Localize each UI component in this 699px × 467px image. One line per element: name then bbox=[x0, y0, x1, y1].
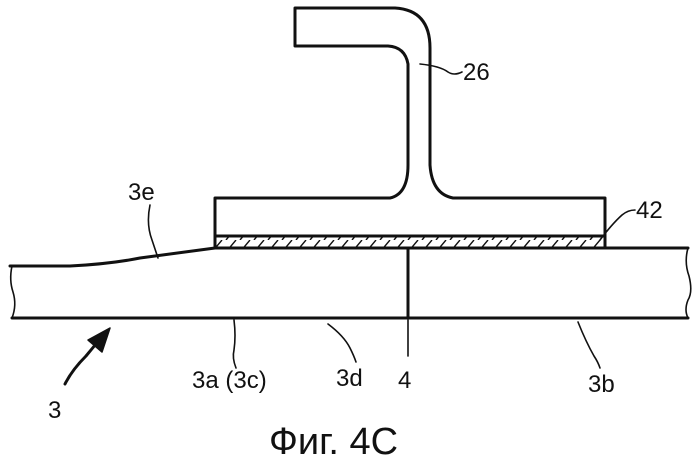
base-plate bbox=[10, 248, 691, 318]
leader-lines bbox=[148, 64, 635, 368]
label-4: 4 bbox=[398, 367, 411, 394]
label-42: 42 bbox=[636, 197, 663, 224]
label-3b: 3b bbox=[588, 371, 615, 398]
tool-26 bbox=[215, 8, 605, 236]
label-3d: 3d bbox=[336, 365, 363, 392]
figure-caption: Фиг. 4C bbox=[269, 421, 398, 463]
label-3a: 3a (3c) bbox=[192, 367, 267, 394]
hatched-layer-42 bbox=[215, 236, 605, 248]
label-26: 26 bbox=[463, 59, 490, 86]
label-3: 3 bbox=[48, 397, 61, 424]
arrow-3 bbox=[65, 328, 110, 384]
label-3e: 3e bbox=[128, 179, 155, 206]
